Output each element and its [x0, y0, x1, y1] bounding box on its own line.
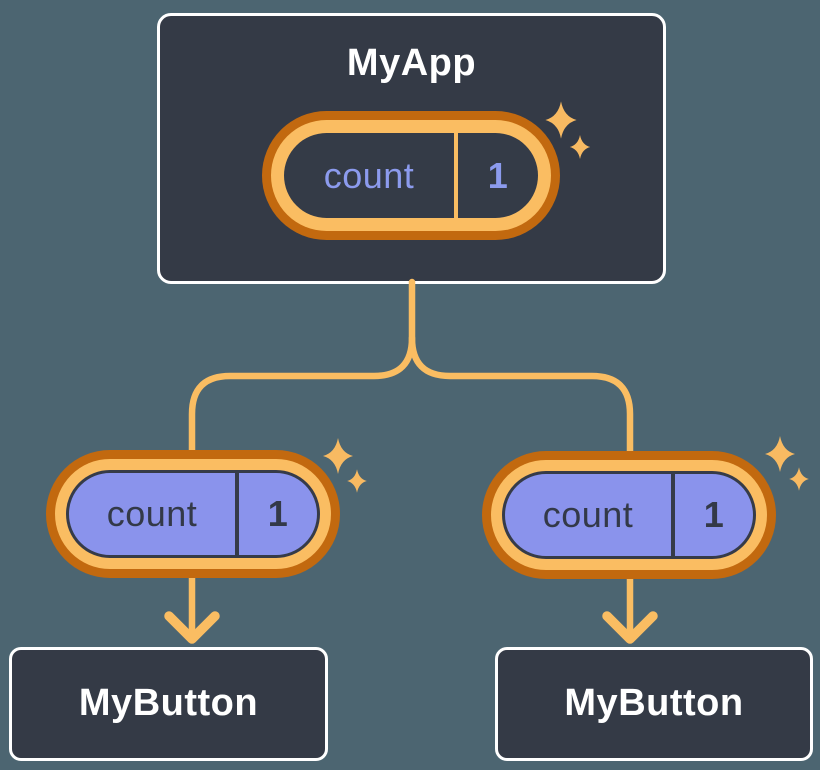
pill-body: count 1	[284, 133, 538, 218]
pill-value-section: 1	[239, 473, 317, 555]
arrowhead-icon	[602, 611, 658, 644]
pill-ring: count 1	[55, 459, 331, 569]
sparkle-icon	[789, 467, 809, 491]
pill-body: count 1	[502, 471, 756, 559]
sparkle-icon	[765, 436, 795, 472]
pill-label-section: count	[69, 473, 235, 555]
state-value: 1	[487, 154, 509, 196]
sparkle-icon	[323, 438, 353, 474]
pill-divider	[235, 473, 239, 555]
prop-name: count	[542, 494, 634, 535]
state-pill-count: count 1	[262, 111, 560, 240]
pill-body: count 1	[66, 470, 320, 558]
state-name: count	[323, 154, 415, 196]
prop-value: 1	[703, 494, 725, 535]
node-title: MyApp	[346, 42, 477, 84]
node-mybutton-left: MyButton	[9, 647, 328, 761]
pill-label-section: count	[505, 474, 671, 556]
prop-value: 1	[267, 493, 289, 534]
pill-ring: count 1	[271, 120, 551, 231]
node-title: MyButton	[78, 682, 259, 725]
sparkle-icon	[347, 469, 367, 493]
pill-value-section: 1	[675, 474, 753, 556]
pill-value-section: 1	[458, 133, 538, 218]
pill-ring: count 1	[491, 460, 767, 570]
prop-name: count	[106, 493, 198, 534]
pill-label-section: count	[284, 133, 454, 218]
node-mybutton-right: MyButton	[495, 647, 813, 761]
prop-pill-count-right: count 1	[482, 451, 776, 579]
arrowhead-icon	[164, 611, 220, 644]
pill-divider	[671, 474, 675, 556]
pill-divider	[454, 133, 458, 218]
prop-pill-count-left: count 1	[46, 450, 340, 578]
node-title: MyButton	[564, 682, 744, 725]
